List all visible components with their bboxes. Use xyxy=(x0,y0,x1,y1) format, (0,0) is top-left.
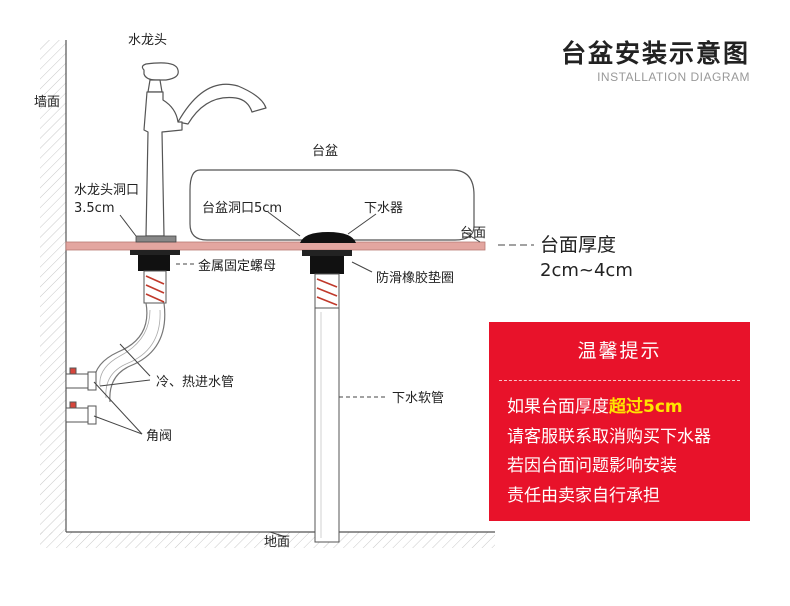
label-nut: 金属固定螺母 xyxy=(198,258,276,274)
tip-line-3: 若因台面问题影响安装 xyxy=(507,456,677,476)
basin-bowl xyxy=(189,169,475,241)
tip-lines: 如果台面厚度超过5cm 请客服联系取消购买下水器 若因台面问题影响安装 责任由卖… xyxy=(489,381,750,511)
label-basin-hole: 台盆洞口5cm xyxy=(202,201,282,216)
tip-heading: 温馨提示 xyxy=(577,340,662,362)
countertop xyxy=(65,241,486,251)
angle-valve xyxy=(65,367,97,425)
label-drain-hose: 下水软管 xyxy=(392,391,444,406)
tip-line-1-text: 如果台面厚度 xyxy=(507,397,609,417)
label-basin: 台盆 xyxy=(312,144,338,159)
label-angle-valve: 角阀 xyxy=(146,429,172,444)
tip-line-1-highlight: 超过5cm xyxy=(609,397,683,417)
labels: 水龙头 墙面 水龙头洞口 3.5cm 台盆 台盆洞口5cm 下水器 台面 金属固… xyxy=(34,33,633,550)
label-faucet: 水龙头 xyxy=(128,33,167,48)
drain-hose xyxy=(314,307,340,543)
label-drain: 下水器 xyxy=(364,201,403,216)
label-supply-pipe: 冷、热进水管 xyxy=(156,375,234,390)
label-wall: 墙面 xyxy=(34,95,60,110)
tip-line-1: 如果台面厚度超过5cm xyxy=(507,393,750,423)
tip-line-2: 请客服联系取消购买下水器 xyxy=(507,426,711,447)
leader-lines xyxy=(93,211,534,538)
wall xyxy=(40,40,67,535)
faucet xyxy=(141,62,267,237)
label-countertop: 台面 xyxy=(460,226,486,241)
tip-divider xyxy=(499,380,740,381)
faucet-nut xyxy=(130,235,180,271)
label-floor: 地面 xyxy=(264,535,290,550)
label-gasket: 防滑橡胶垫圈 xyxy=(376,270,454,286)
label-thickness-range: 2cm~4cm xyxy=(540,260,633,281)
tip-panel: 温馨提示 如果台面厚度超过5cm 请客服联系取消购买下水器 若因台面问题影响安装… xyxy=(489,322,750,521)
tip-line-4: 责任由卖家自行承担 xyxy=(507,485,660,506)
label-faucet-hole-size: 3.5cm xyxy=(74,201,115,216)
floor xyxy=(40,531,495,548)
page-title: 台盆安装示意图 xyxy=(560,39,750,68)
drain xyxy=(300,232,356,309)
label-thickness-title: 台面厚度 xyxy=(540,234,616,256)
label-faucet-hole: 水龙头洞口 xyxy=(74,183,139,198)
page-subtitle: INSTALLATION DIAGRAM xyxy=(597,70,750,84)
